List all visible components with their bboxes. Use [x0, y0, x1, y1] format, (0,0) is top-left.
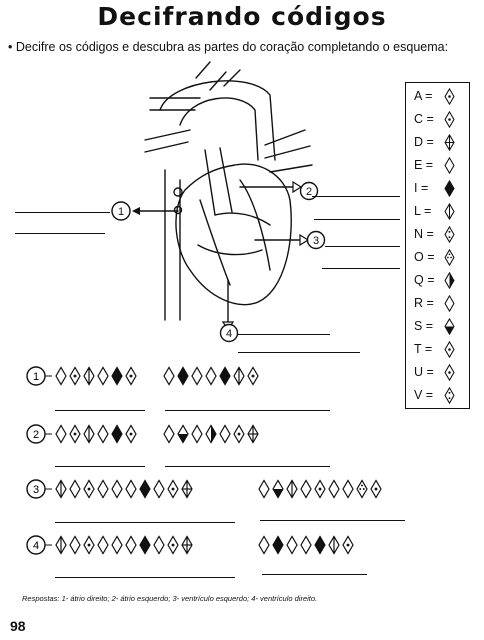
legend-row: U =	[414, 363, 455, 382]
legend-letter: A =	[414, 88, 433, 103]
legend-letter: N =	[414, 226, 434, 241]
legend-row: E =	[414, 156, 455, 175]
legend-row: O =	[414, 248, 455, 267]
code-diamond-icon	[444, 202, 455, 221]
answer-line[interactable]	[322, 268, 400, 269]
legend-letter: S =	[414, 318, 434, 333]
diagram-label-4: 4	[226, 328, 232, 340]
code-diamond-icon	[444, 87, 455, 106]
legend-letter: E =	[414, 157, 434, 172]
answer-line[interactable]	[325, 246, 400, 247]
code-diamond-icon	[444, 363, 455, 382]
answer-line[interactable]	[15, 212, 110, 213]
diagram-label-3: 3	[313, 235, 319, 247]
code-diamond-icon	[444, 386, 455, 405]
code-legend: A = C = D = E = I = L = N = O = Q = R = S = T = U = V…	[405, 82, 470, 409]
answer-line[interactable]	[55, 466, 145, 467]
answer-line[interactable]	[55, 410, 145, 411]
legend-letter: I =	[414, 180, 429, 195]
legend-row: S =	[414, 317, 455, 336]
legend-row: C =	[414, 110, 455, 129]
code-diamond-icon	[444, 156, 455, 175]
instruction: Decifre os códigos e descubra as partes …	[15, 40, 449, 54]
code-diamond-icon	[444, 248, 455, 267]
answer-line[interactable]	[55, 577, 235, 578]
code-diamond-icon	[444, 271, 455, 290]
answer-line[interactable]	[15, 233, 105, 234]
legend-row: L =	[414, 202, 455, 221]
legend-row: Q =	[414, 271, 455, 290]
answer-line[interactable]	[238, 334, 330, 335]
diagram-label-1: 1	[118, 206, 124, 218]
code-diamond-icon	[444, 340, 455, 359]
code-diamond-icon	[444, 317, 455, 336]
instruction-text: • Decifre os códigos e descubra as parte…	[8, 40, 448, 54]
answer-line[interactable]	[314, 219, 400, 220]
legend-row: N =	[414, 225, 455, 244]
legend-letter: V =	[414, 387, 434, 402]
answer-line[interactable]	[262, 574, 367, 575]
legend-letter: O =	[414, 249, 435, 264]
legend-letter: U =	[414, 364, 434, 379]
legend-letter: Q =	[414, 272, 435, 287]
legend-letter: R =	[414, 295, 434, 310]
answer-line[interactable]	[260, 520, 405, 521]
code-diamond-icon	[444, 294, 455, 313]
legend-row: A =	[414, 87, 455, 106]
legend-row: V =	[414, 386, 455, 405]
answers-text: Respostas: 1- átrio direito; 2- átrio es…	[22, 594, 318, 603]
legend-letter: L =	[414, 203, 432, 218]
legend-row: R =	[414, 294, 455, 313]
answer-line[interactable]	[238, 352, 360, 353]
bullet: •	[8, 40, 13, 54]
answer-line[interactable]	[312, 196, 400, 197]
diagram-label-2: 2	[306, 186, 312, 198]
code-diamond-icon	[444, 179, 455, 198]
legend-letter: D =	[414, 134, 434, 149]
code-diamond-icon	[444, 133, 455, 152]
legend-letter: C =	[414, 111, 434, 126]
answer-line[interactable]	[165, 466, 330, 467]
page-title: Decifrando códigos	[97, 2, 387, 31]
legend-row: I =	[414, 179, 455, 198]
code-diamond-icon	[444, 225, 455, 244]
legend-row: D =	[414, 133, 455, 152]
answer-line[interactable]	[55, 522, 235, 523]
code-diamond-icon	[444, 110, 455, 129]
legend-row: T =	[414, 340, 455, 359]
answer-line[interactable]	[165, 410, 330, 411]
page-number: 98	[10, 618, 26, 634]
legend-letter: T =	[414, 341, 433, 356]
